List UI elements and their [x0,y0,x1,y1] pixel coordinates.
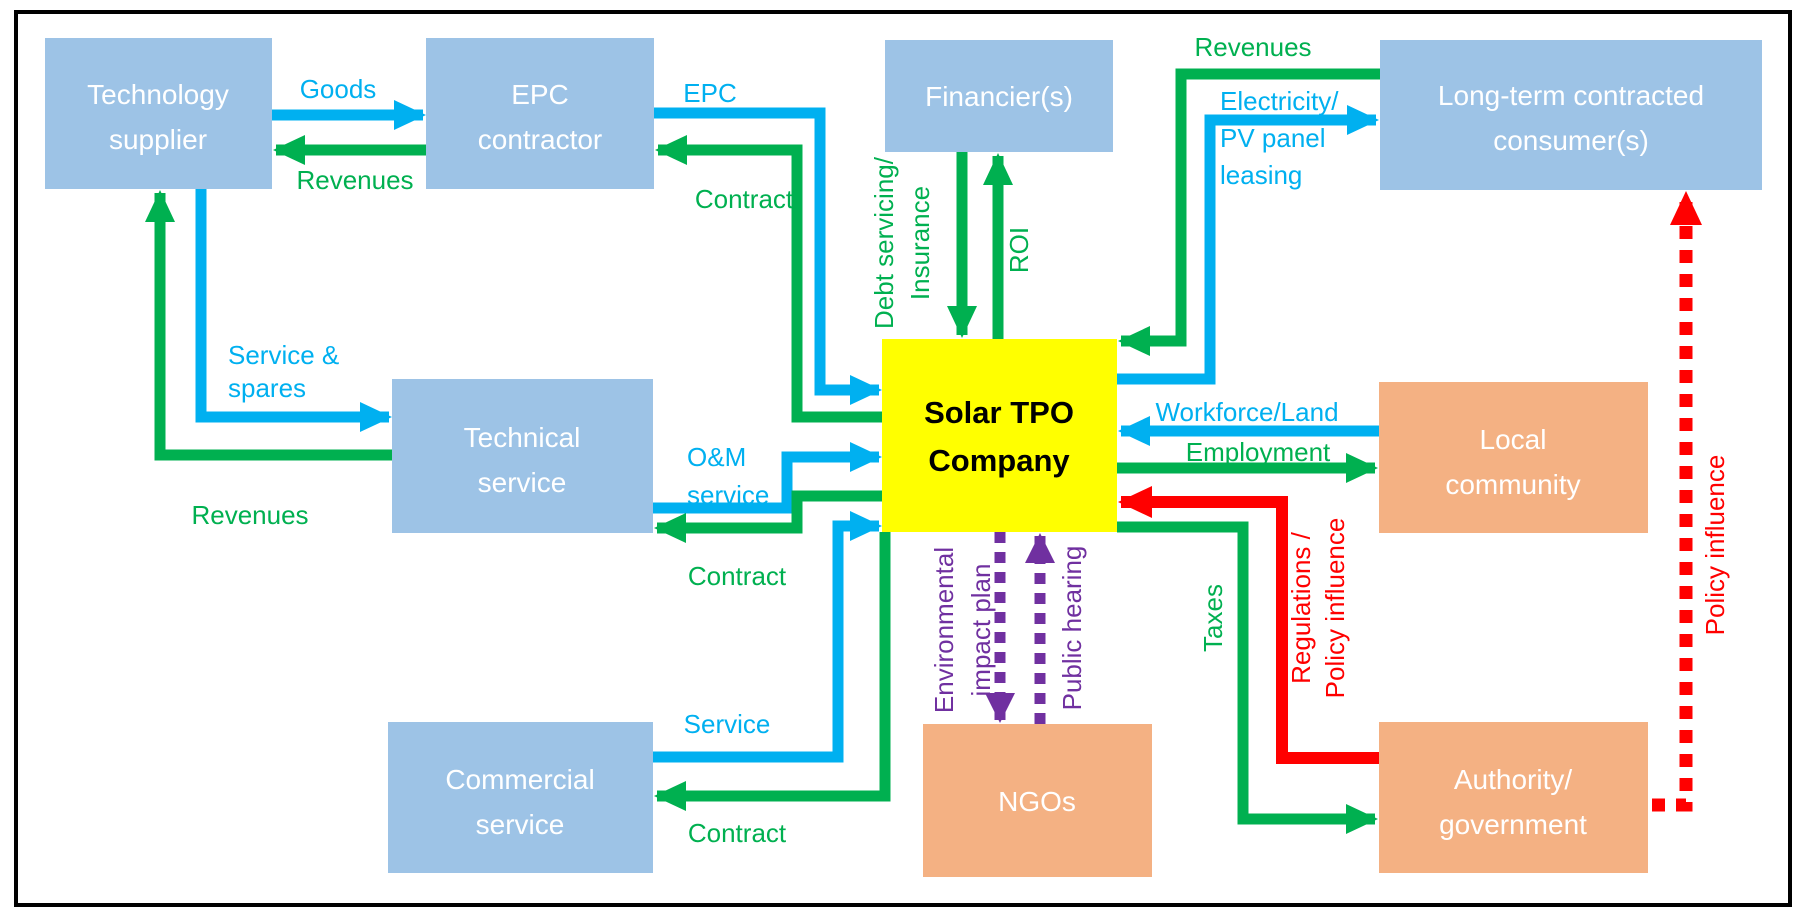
node-epc-contractor-label2: contractor [478,124,603,155]
label-goods: Goods [300,74,377,104]
node-technology-supplier-label2: supplier [109,124,207,155]
label-service-commercial: Service [684,709,771,739]
label-contract-commercial: Contract [688,818,787,848]
label-revenues-to-supplier: Revenues [296,165,413,195]
edge-taxes-arrow [1117,521,1378,834]
label-debt-servicing-1: Debt servicing/ [869,156,899,329]
label-public-hearing: Public hearing [1057,546,1087,711]
edge-layer [145,68,1702,834]
label-employment: Employment [1186,437,1331,467]
label-service-spares-1: Service & [228,340,339,370]
node-technical-service-label2: service [478,467,567,498]
node-solar-tpo-company-label1: Solar TPO [924,395,1074,430]
label-service-spares-2: spares [228,373,306,403]
label-regulations-2: Policy influence [1320,518,1350,699]
edge-contract-commercial-arrow [654,532,891,811]
label-electricity-2: PV panel [1220,123,1326,153]
node-local-community [1379,382,1648,533]
edge-revenues-from-consumers-arrow [1118,68,1380,356]
node-epc-contractor-label1: EPC [511,79,569,110]
node-technical-service [392,379,653,533]
node-authority-government-label1: Authority/ [1454,764,1572,795]
node-authority-government-label2: government [1439,809,1587,840]
edge-service-commercial-arrow [653,511,882,763]
node-technical-service-label1: Technical [464,422,581,453]
label-electricity-1: Electricity/ [1220,86,1339,116]
edge-epc-arrow [654,107,882,405]
edge-om-service-arrow [653,442,882,514]
edge-regulations-arrow [1118,486,1379,764]
edge-contract-epc-arrow [655,135,882,423]
node-epc-contractor [426,38,654,189]
label-contract-technical: Contract [688,561,787,591]
edge-policy-influence-arrow [1652,191,1702,812]
label-taxes: Taxes [1198,584,1228,652]
node-technology-supplier-label1: Technology [87,79,229,110]
label-om-1: O&M [687,442,746,472]
node-local-community-label1: Local [1480,424,1547,455]
node-consumers-label1: Long-term contracted [1438,80,1704,111]
label-policy-influence: Policy influence [1700,455,1730,636]
node-solar-tpo-company-label2: Company [928,443,1070,478]
node-local-community-label2: community [1445,469,1580,500]
node-ngos-label1: NGOs [998,786,1076,817]
node-financiers [885,40,1113,152]
node-commercial-service-label1: Commercial [445,764,594,795]
label-roi: ROI [1004,227,1034,273]
node-consumers [1380,40,1762,190]
edge-revenues-from-technical-arrow [145,190,392,461]
label-workforce-land: Workforce/Land [1155,397,1338,427]
label-regulations-1: Regulations / [1286,531,1316,684]
edge-label-layer: Goods Revenues EPC Contract Service & sp… [191,32,1730,848]
label-epc: EPC [683,78,736,108]
node-financiers-label1: Financier(s) [925,81,1073,112]
node-ngos [923,724,1152,877]
edge-contract-technical-arrow [654,490,882,543]
node-authority-government [1379,722,1648,873]
node-commercial-service-label2: service [476,809,565,840]
label-revenues-from-technical: Revenues [191,500,308,530]
label-revenues-from-consumers: Revenues [1194,32,1311,62]
label-environmental-2: impact plan [966,564,996,697]
edge-electricity-leasing-arrow [1117,105,1379,385]
node-commercial-service [388,722,653,873]
label-environmental-1: Environmental [929,547,959,713]
node-solar-tpo-company [882,339,1117,532]
label-contract-epc: Contract [695,184,794,214]
label-debt-servicing-2: Insurance [905,186,935,300]
label-electricity-3: leasing [1220,160,1302,190]
node-consumers-label2: consumer(s) [1493,125,1649,156]
label-om-2: service [687,480,769,510]
node-technology-supplier [45,38,272,189]
edge-service-spares-arrow [195,189,392,432]
node-layer: Technology supplier EPC contractor Finan… [45,38,1762,877]
